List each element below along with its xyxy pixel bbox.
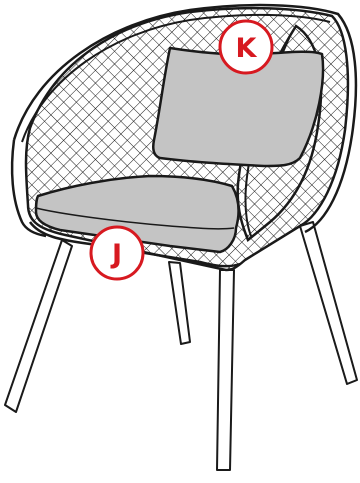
- back-right-leg: [299, 221, 358, 385]
- seat-cushion: [34, 174, 240, 254]
- chair-frame-inner-rim: [21, 13, 331, 143]
- callout-k: K: [218, 19, 274, 75]
- front-left-leg: [4, 239, 73, 413]
- chair-left-arm: [10, 139, 47, 238]
- back-left-leg: [168, 261, 191, 345]
- seat-front-rail: [28, 221, 241, 268]
- chair-legs: [4, 221, 358, 471]
- callout-k-label: K: [236, 33, 258, 64]
- chair-frame-rim: [12, 3, 358, 234]
- callout-j-ring: [89, 225, 145, 281]
- front-right-leg: [216, 269, 235, 471]
- callout-k-ring: [218, 19, 274, 75]
- callout-j-label: J: [110, 239, 122, 270]
- callout-j: J: [89, 225, 145, 281]
- seat-cushion-edge: [35, 207, 235, 230]
